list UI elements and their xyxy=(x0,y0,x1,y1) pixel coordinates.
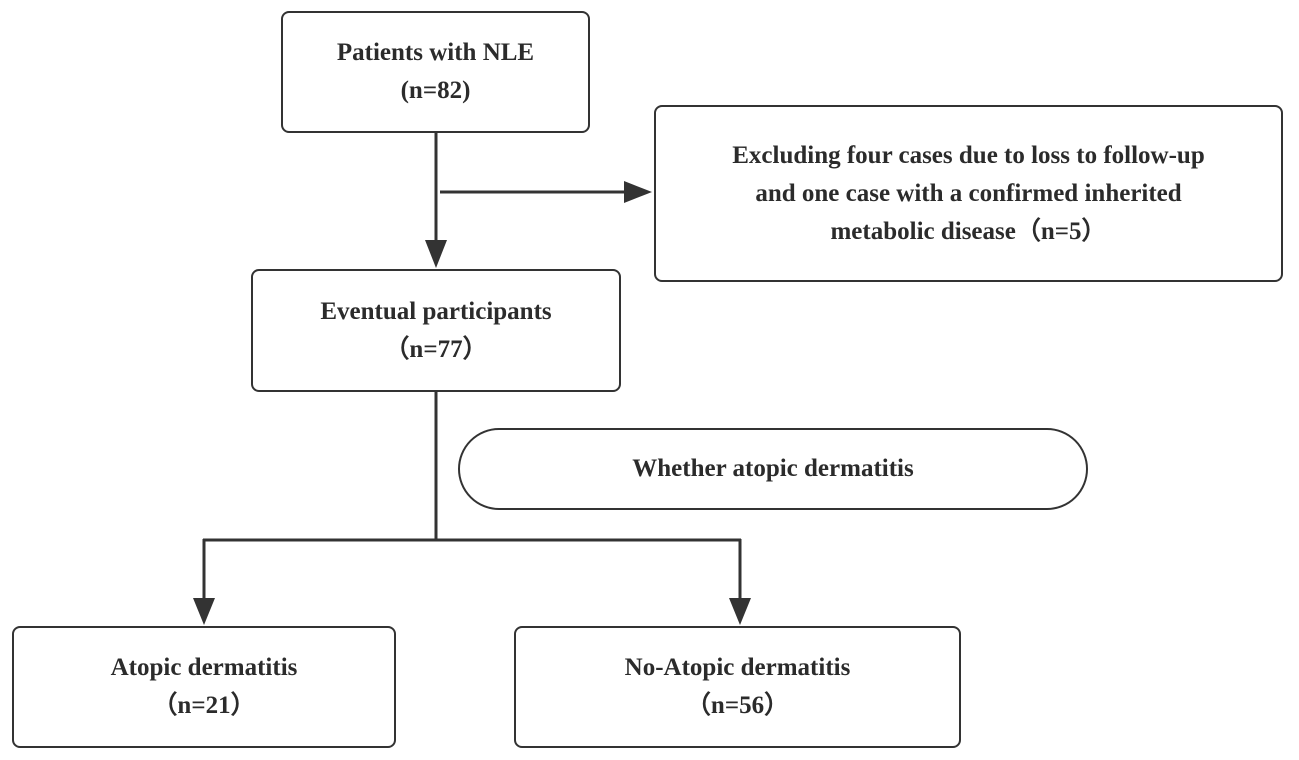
node-exclusion-criteria: Excluding four cases due to loss to foll… xyxy=(654,105,1283,282)
node-no-atopic-title: No-Atopic dermatitis xyxy=(624,654,851,681)
node-atopic-dermatitis: Atopic dermatitis （n=21） xyxy=(12,626,396,748)
node-patients-title: Patients with NLE xyxy=(336,39,535,66)
arrowhead-eventual xyxy=(425,240,447,268)
node-patients-count: (n=82) xyxy=(400,77,471,104)
node-question-text: Whether atopic dermatitis xyxy=(632,455,914,482)
node-exclusion-line-1: Excluding four cases due to loss to foll… xyxy=(732,141,1205,169)
node-no-atopic-count: （n=56） xyxy=(685,692,790,719)
node-exclusion-line-2: and one case with a confirmed inherited xyxy=(755,179,1182,207)
node-patients-with-nle: Patients with NLE (n=82) xyxy=(281,11,590,133)
node-eventual-count: （n=77） xyxy=(384,335,488,363)
node-eventual-participants: Eventual participants （n=77） xyxy=(251,269,621,392)
arrowhead-no-atopic xyxy=(729,598,751,625)
arrowhead-exclusion xyxy=(624,181,652,203)
node-atopic-count: （n=21） xyxy=(152,692,256,719)
arrowhead-atopic xyxy=(193,598,215,625)
node-eventual-title: Eventual participants xyxy=(320,297,552,325)
node-exclusion-line-3: metabolic disease（n=5） xyxy=(830,217,1107,245)
node-no-atopic-dermatitis: No-Atopic dermatitis （n=56） xyxy=(514,626,961,748)
node-atopic-title: Atopic dermatitis xyxy=(110,654,298,681)
node-decision-question: Whether atopic dermatitis xyxy=(458,428,1088,510)
